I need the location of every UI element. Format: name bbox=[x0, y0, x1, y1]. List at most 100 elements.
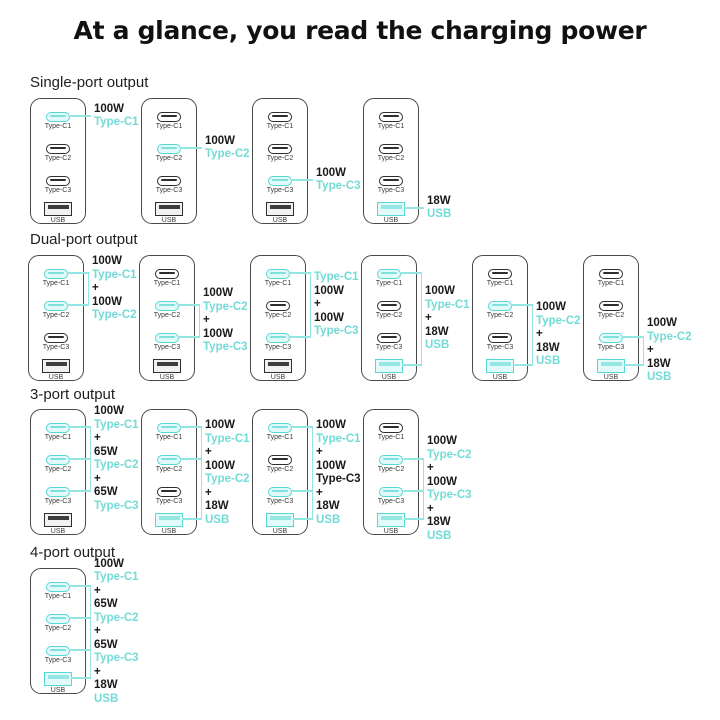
plus-sign: + bbox=[205, 486, 212, 499]
plus-sign: + bbox=[536, 328, 543, 341]
type-c1-port: Type-C1 bbox=[253, 111, 307, 130]
usb-a-port: USB bbox=[364, 512, 418, 535]
connector-hline bbox=[289, 272, 312, 274]
port-label: Type-C3 bbox=[486, 344, 514, 351]
power-value: 65W bbox=[94, 486, 118, 498]
port-name: Type-C2 bbox=[647, 330, 692, 343]
usb-a-port-icon bbox=[42, 358, 70, 373]
usb-a-port: USB bbox=[584, 358, 638, 381]
type-c1-port: Type-C1 bbox=[31, 581, 85, 600]
usb-a-port-icon bbox=[266, 201, 294, 216]
connector-hline bbox=[67, 272, 90, 274]
port-label: Type-C1 bbox=[155, 434, 183, 441]
power-value: 18W bbox=[647, 357, 671, 370]
usb-c-port-icon bbox=[157, 143, 181, 154]
type-c2-port: Type-C2 bbox=[31, 143, 85, 162]
usb-a-port-icon bbox=[44, 512, 72, 527]
type-c1-port: Type-C1 bbox=[140, 268, 194, 287]
usb-a-port: USB bbox=[31, 201, 85, 224]
type-c2-port: Type-C2 bbox=[142, 454, 196, 473]
connector-hline bbox=[69, 617, 92, 619]
type-c3-port: Type-C3 bbox=[29, 332, 83, 351]
port-name: Type-C2 bbox=[205, 148, 250, 160]
usb-a-port-icon bbox=[486, 358, 514, 373]
port-name: Type-C2 bbox=[536, 314, 581, 327]
port-label: Type-C3 bbox=[44, 498, 72, 505]
usb-c-port-icon bbox=[266, 332, 290, 343]
port-label: Type-C1 bbox=[377, 434, 405, 441]
power-value: 100W bbox=[316, 166, 347, 179]
usb-c-port-icon bbox=[379, 422, 403, 433]
port-name: USB bbox=[94, 692, 119, 705]
usb-c-port-icon bbox=[46, 486, 70, 497]
port-name: Type-C2 bbox=[94, 611, 139, 624]
usb-c-port-icon bbox=[379, 486, 403, 497]
usb-c-port-icon bbox=[44, 268, 68, 279]
port-label: USB bbox=[161, 217, 177, 224]
usb-a-port-icon bbox=[44, 201, 72, 216]
port-label: USB bbox=[50, 528, 66, 535]
usb-c-port-icon bbox=[46, 175, 70, 186]
usb-a-port-icon bbox=[377, 201, 405, 216]
power-value: 100W bbox=[425, 285, 456, 298]
port-label: Type-C2 bbox=[597, 312, 625, 319]
usb-c-port-icon bbox=[44, 332, 68, 343]
type-c1-port: Type-C1 bbox=[364, 422, 418, 441]
power-value: 100W bbox=[205, 134, 236, 147]
power-value: 18W bbox=[536, 341, 560, 354]
connector-hline bbox=[402, 364, 423, 366]
port-label: Type-C2 bbox=[42, 312, 70, 319]
usb-a-port-icon bbox=[266, 512, 294, 527]
type-c2-port: Type-C2 bbox=[251, 300, 305, 319]
connector-hline bbox=[71, 677, 92, 679]
port-label: USB bbox=[270, 374, 286, 381]
port-label: Type-C3 bbox=[42, 344, 70, 351]
port-name: Type-C1 bbox=[94, 571, 139, 584]
usb-a-port-icon bbox=[375, 358, 403, 373]
usb-c-port-icon bbox=[377, 300, 401, 311]
type-c1-port: Type-C1 bbox=[473, 268, 527, 287]
usb-c-port-icon bbox=[155, 268, 179, 279]
port-label: Type-C3 bbox=[375, 344, 403, 351]
port-label: USB bbox=[272, 217, 288, 224]
port-name: USB bbox=[316, 513, 341, 526]
power-value: 18W bbox=[94, 679, 118, 692]
type-c3-port: Type-C3 bbox=[31, 175, 85, 194]
plus-sign: + bbox=[314, 298, 321, 311]
usb-c-port-icon bbox=[379, 175, 403, 186]
power-value: 18W bbox=[205, 500, 229, 512]
usb-c-port-icon bbox=[46, 454, 70, 465]
power-value: 100W bbox=[92, 255, 123, 268]
usb-a-port-icon bbox=[597, 358, 625, 373]
usb-a-port: USB bbox=[31, 512, 85, 535]
usb-c-port-icon bbox=[157, 175, 181, 186]
type-c2-port: Type-C2 bbox=[364, 143, 418, 162]
type-c2-port: Type-C2 bbox=[140, 300, 194, 319]
power-value: 18W bbox=[316, 500, 340, 512]
connector-hline bbox=[178, 304, 201, 306]
port-label: Type-C3 bbox=[377, 498, 405, 505]
power-value: 100W bbox=[536, 301, 567, 314]
port-name: Type-C1 bbox=[94, 418, 139, 431]
port-label: Type-C1 bbox=[42, 280, 70, 287]
port-label: Type-C1 bbox=[44, 123, 72, 130]
power-value: 100W bbox=[94, 102, 125, 115]
port-label: Type-C1 bbox=[377, 123, 405, 130]
port-label: Type-C1 bbox=[44, 434, 72, 441]
type-c1-port: Type-C1 bbox=[362, 268, 416, 287]
port-label: USB bbox=[159, 374, 175, 381]
port-label: Type-C3 bbox=[266, 187, 294, 194]
connector-hline bbox=[180, 458, 203, 460]
